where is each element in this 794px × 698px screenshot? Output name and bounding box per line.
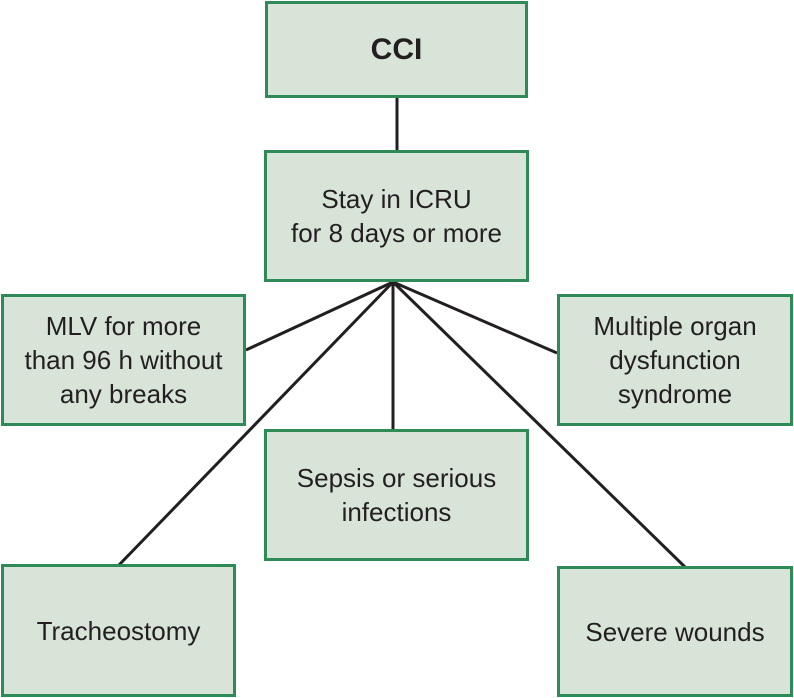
icu-stay-label: Stay in ICRU for 8 days or more bbox=[291, 184, 502, 248]
connector-icu-stay-to-organ-dysfunction bbox=[392, 280, 558, 355]
connector-icu-stay-to-tracheostomy bbox=[117, 280, 395, 567]
severe-wounds-label: Severe wounds bbox=[585, 616, 765, 647]
sepsis-label: Sepsis or serious infections bbox=[296, 463, 497, 527]
cci-root-label: CCI bbox=[370, 32, 423, 66]
tracheostomy-box: Tracheostomy bbox=[1, 564, 236, 697]
connector-icu-stay-to-severe-wounds bbox=[391, 280, 687, 569]
organ-dysfunction-box: Multiple organ dysfunction syndrome bbox=[557, 294, 793, 426]
mlv-box: MLV for more than 96 h without any break… bbox=[1, 294, 246, 426]
tracheostomy-label: Tracheostomy bbox=[36, 615, 201, 646]
mlv-label: MLV for more than 96 h without any break… bbox=[24, 311, 223, 409]
sepsis-box: Sepsis or serious infections bbox=[264, 429, 529, 561]
severe-wounds-box: Severe wounds bbox=[557, 566, 793, 697]
connector-icu-stay-to-mlv bbox=[245, 280, 394, 352]
icu-stay-box: Stay in ICRU for 8 days or more bbox=[264, 150, 529, 282]
organ-dysfunction-label: Multiple organ dysfunction syndrome bbox=[593, 311, 757, 409]
cci-root-box: CCI bbox=[265, 1, 528, 98]
